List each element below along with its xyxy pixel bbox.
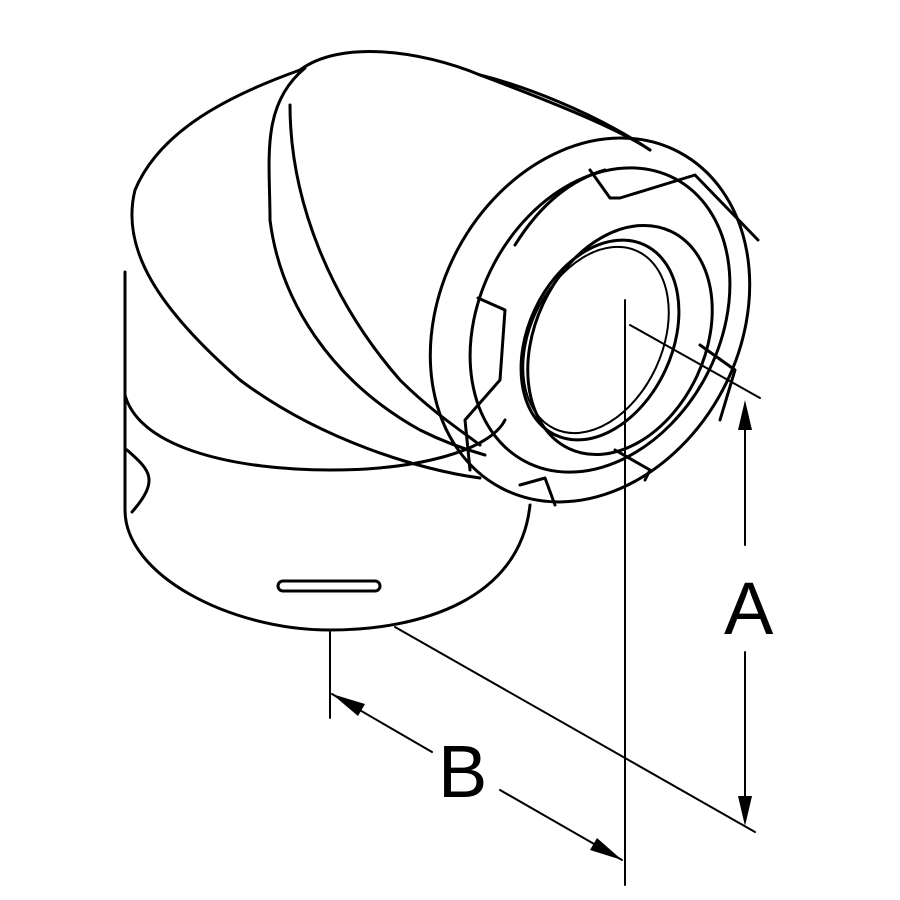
dimension-label-b: B	[438, 730, 488, 813]
elbow-body	[130, 50, 652, 480]
inner-pipe	[519, 223, 714, 457]
dimension-label-a: A	[724, 567, 774, 650]
base-collar	[123, 270, 532, 632]
locking-tabs	[463, 168, 760, 507]
dimension-lines	[329, 299, 761, 886]
